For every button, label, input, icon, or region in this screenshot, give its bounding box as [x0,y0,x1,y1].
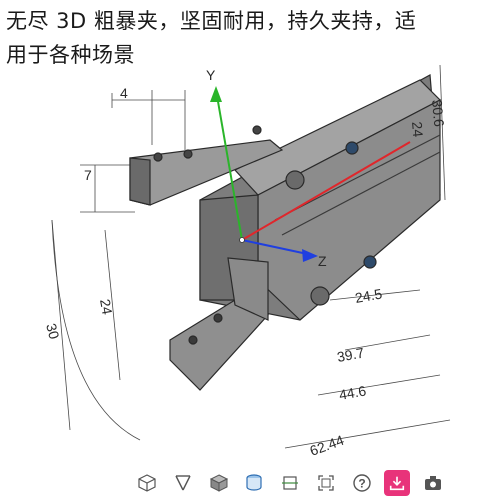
svg-text:?: ? [358,477,365,491]
axis-triad: Y Z [206,67,411,269]
caption-line-1: 无尽 3D 粗暴夹，坚固耐用，持久夹持，适 [6,9,417,33]
y-axis-arrowhead [210,86,222,102]
camera-icon [425,476,441,490]
dim-height-30: 30 [43,322,63,341]
y-axis-line [215,89,243,241]
shaded-view-button[interactable] [206,470,232,496]
dim-jaw-height: 7 [84,167,92,183]
wireframe-cube-icon [138,474,156,492]
dim-top-width: 4 [120,85,128,101]
dim-right-24: 24 [409,121,426,138]
section-icon [282,476,298,490]
layers-icon [246,474,262,491]
screenshot-button[interactable] [420,470,446,496]
description-caption: 无尽 3D 粗暴夹，坚固耐用，持久夹持，适 用于各种场景 [6,4,498,72]
dim-right-30-6: 30.6 [429,99,447,128]
z-axis-label: Z [318,253,327,269]
y-axis-label: Y [206,67,216,83]
fit-view-button[interactable] [313,470,339,496]
shaded-cube-icon [209,474,228,492]
viewer-toolbar: ? [134,464,446,502]
help-icon: ? [352,474,371,492]
layers-button[interactable] [241,470,267,496]
z-axis-line [241,239,313,256]
download-icon [390,476,405,491]
caption-line-2: 用于各种场景 [6,43,135,67]
dim-height-24: 24 [97,298,115,316]
fit-frame-icon [318,475,334,491]
section-button[interactable] [277,470,303,496]
dimension-lines [51,64,451,449]
dim-len-62-44: 62.44 [308,432,347,459]
dim-len-39-7: 39.7 [336,344,366,365]
help-button[interactable]: ? [349,470,375,496]
measure-icon [175,475,191,491]
gripper-model [129,74,442,391]
x-axis-line [241,141,411,241]
z-axis-arrowhead [302,249,318,262]
wireframe-button[interactable] [134,470,160,496]
dim-len-44-6: 44.6 [338,382,368,403]
measure-button[interactable] [170,470,196,496]
dimension-labels: 4 7 24 30 30.6 24 24.5 39.7 44.6 62.44 [43,85,447,459]
download-button[interactable] [384,470,411,496]
dim-len-24-5: 24.5 [354,285,384,306]
